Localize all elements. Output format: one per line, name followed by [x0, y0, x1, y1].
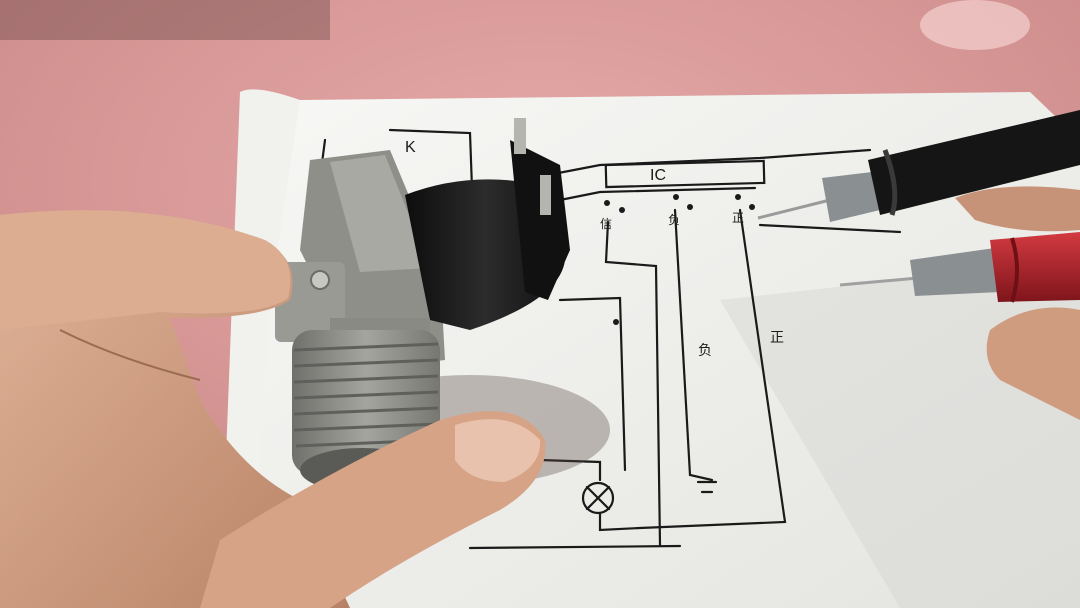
valve-screw — [310, 270, 330, 290]
red-probe-handle — [990, 232, 1080, 302]
wire-top-long — [546, 148, 872, 177]
right-hand — [955, 186, 1080, 420]
lamp-symbol — [581, 481, 615, 515]
lamp-cross — [585, 485, 611, 511]
wire-pin-mid — [673, 208, 714, 482]
label-wire-right: 正 — [770, 330, 784, 346]
wire-valve-right — [558, 296, 627, 472]
label-pin-left: 信 — [600, 217, 612, 231]
wire-probe-right — [758, 223, 902, 234]
red-probe-tip — [839, 276, 919, 287]
label-k: K — [405, 139, 416, 156]
black-probe-handle — [868, 110, 1080, 215]
black-probe — [757, 110, 1080, 222]
red-probe-ridge — [1010, 237, 1019, 303]
wire-bottom — [468, 544, 682, 550]
wire-lamp-bottom — [598, 512, 642, 532]
light-reflection — [920, 0, 1030, 50]
wire-pin-right — [638, 208, 787, 530]
table-edge-shadow — [0, 0, 330, 40]
ic-box — [604, 159, 766, 189]
label-ic: IC — [650, 167, 666, 184]
thumbnail — [455, 419, 541, 482]
label-wire-mid: 负 — [698, 343, 712, 359]
label-pin-mid: 负 — [668, 213, 680, 227]
left-hand — [0, 210, 546, 608]
black-probe-tip — [757, 198, 831, 220]
battery-symbol — [696, 480, 718, 494]
thread-lines — [293, 342, 439, 448]
index-finger — [0, 210, 291, 330]
black-probe-grey-cap — [822, 172, 880, 222]
valve-mount-highlight — [330, 155, 430, 272]
right-fingers-upper — [955, 186, 1080, 232]
black-probe-ridge — [882, 149, 898, 216]
terminal-side — [540, 175, 551, 215]
wire-lamp — [538, 458, 602, 482]
wire-top-loop — [388, 128, 474, 190]
finger-crease — [59, 329, 201, 381]
red-probe — [839, 232, 1080, 303]
valve-coil-front — [510, 140, 570, 300]
circuit-diagram — [308, 128, 902, 550]
wire-pin-left — [604, 220, 662, 547]
terminal-top — [514, 118, 526, 154]
red-probe-grey-cap — [910, 248, 1000, 296]
label-pin-right: 正 — [732, 211, 744, 225]
right-fingers-lower — [986, 307, 1080, 420]
wire-ic-under — [558, 186, 757, 202]
solenoid-valve — [275, 118, 570, 492]
